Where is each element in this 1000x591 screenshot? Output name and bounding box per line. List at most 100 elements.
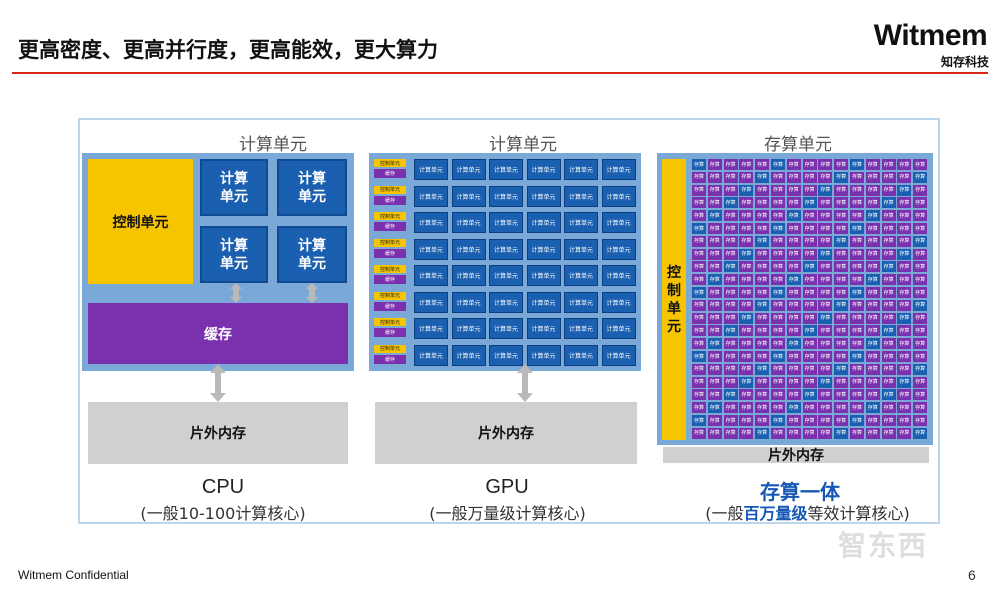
pim-cell: 存算 [850, 389, 864, 401]
pim-cell: 存算 [786, 389, 801, 401]
pim-cell: 存算 [771, 159, 785, 170]
pim-cell: 存算 [834, 299, 849, 311]
pim-cell: 存算 [692, 261, 706, 273]
pim-cell: 存算 [897, 402, 912, 414]
gpu-compute-cell: 计算单元 [414, 291, 448, 313]
pim-cell: 存算 [802, 402, 817, 414]
pim-cell: 存算 [707, 287, 722, 298]
gpu-compute-cell: 计算单元 [526, 265, 561, 286]
pim-cell: 存算 [723, 363, 738, 375]
pim-cell: 存算 [707, 389, 722, 401]
pim-cell: 存算 [755, 402, 770, 414]
pim-cell: 存算 [707, 184, 722, 196]
pim-cell: 存算 [818, 197, 833, 209]
pim-cell: 存算 [755, 261, 770, 273]
pim-cell: 存算 [850, 171, 864, 183]
pim-cell: 存算 [707, 427, 722, 439]
pim-cell: 存算 [739, 235, 754, 247]
pim-cell: 存算 [771, 235, 785, 247]
pim-cell: 存算 [755, 325, 770, 337]
gpu-compute-cell: 计算单元 [564, 318, 598, 339]
pim-cell: 存算 [692, 376, 706, 388]
pim-cell: 存算 [802, 184, 817, 196]
gpu-cache: 缓存 [374, 354, 406, 364]
gpu-compute-cell: 计算单元 [414, 318, 448, 339]
pim-cell: 存算 [897, 338, 912, 350]
pim-cell: 存算 [834, 363, 849, 375]
pim-cell: 存算 [881, 287, 896, 298]
cpu-section-title: 计算单元 [239, 135, 307, 155]
pim-cell: 存算 [881, 299, 896, 311]
pim-cell: 存算 [865, 427, 880, 439]
gpu-compute-cell: 计算单元 [564, 185, 598, 207]
pim-cell: 存算 [865, 351, 880, 362]
pim-control-char: 单 [667, 300, 681, 317]
gpu-compute-cell: 计算单元 [414, 159, 448, 180]
pim-cell: 存算 [897, 248, 912, 260]
pim-cell: 存算 [723, 171, 738, 183]
pim-cell: 存算 [723, 235, 738, 247]
pim-cell: 存算 [913, 312, 928, 324]
pim-cell: 存算 [723, 197, 738, 209]
pim-cell: 存算 [723, 223, 738, 234]
pim-cell: 存算 [865, 299, 880, 311]
pim-cell: 存算 [850, 223, 864, 234]
pim-cell: 存算 [739, 427, 754, 439]
pim-cell: 存算 [850, 197, 864, 209]
pim-cell: 存算 [692, 389, 706, 401]
pim-cell: 存算 [755, 338, 770, 350]
gpu-control-unit: 控制单元 [374, 291, 406, 300]
gpu-compute-cell: 计算单元 [601, 344, 636, 366]
pim-cell: 存算 [692, 325, 706, 337]
pim-cell: 存算 [802, 415, 817, 426]
pim-cell: 存算 [865, 184, 880, 196]
pim-cell: 存算 [897, 363, 912, 375]
pim-caption-highlight: 百万量级 [743, 504, 808, 523]
pim-cell: 存算 [818, 210, 833, 222]
pim-cell: 存算 [865, 197, 880, 209]
pim-cell: 存算 [771, 389, 785, 401]
pim-cell: 存算 [802, 248, 817, 260]
pim-cell: 存算 [771, 402, 785, 414]
pim-cell: 存算 [850, 325, 864, 337]
pim-cell: 存算 [771, 197, 785, 209]
page-number: 6 [968, 567, 976, 583]
pim-cell: 存算 [771, 351, 785, 362]
pim-cell: 存算 [834, 427, 849, 439]
pim-cell: 存算 [913, 427, 928, 439]
pim-cell: 存算 [913, 248, 928, 260]
gpu-cache: 缓存 [374, 275, 406, 284]
pim-cell: 存算 [897, 171, 912, 183]
logo-subtitle: 知存科技 [940, 55, 989, 69]
pim-cell: 存算 [692, 171, 706, 183]
gpu-compute-cell: 计算单元 [601, 291, 636, 313]
gpu-compute-cell: 计算单元 [414, 344, 448, 366]
pim-cell: 存算 [707, 299, 722, 311]
pim-control-unit: 控制单元 [662, 159, 686, 440]
pim-cell: 存算 [802, 235, 817, 247]
pim-cell: 存算 [834, 184, 849, 196]
pim-cell: 存算 [865, 376, 880, 388]
pim-cell: 存算 [897, 415, 912, 426]
pim-cell: 存算 [786, 338, 801, 350]
cpu-cache: 缓存 [88, 303, 348, 364]
pim-cell: 存算 [818, 235, 833, 247]
pim-cell: 存算 [739, 376, 754, 388]
pim-cell: 存算 [739, 351, 754, 362]
pim-cell: 存算 [739, 402, 754, 414]
gpu-compute-cell: 计算单元 [489, 318, 523, 339]
pim-cell: 存算 [913, 287, 928, 298]
pim-cell: 存算 [818, 389, 833, 401]
pim-cell: 存算 [755, 312, 770, 324]
pim-cell: 存算 [739, 415, 754, 426]
pim-cell: 存算 [881, 235, 896, 247]
pim-cell: 存算 [786, 159, 801, 170]
pim-cell: 存算 [834, 287, 849, 298]
gpu-compute-cell: 计算单元 [489, 238, 523, 260]
pim-cell: 存算 [771, 363, 785, 375]
gpu-compute-cell: 计算单元 [564, 159, 598, 180]
pim-cell: 存算 [723, 299, 738, 311]
pim-cell: 存算 [723, 287, 738, 298]
pim-cell: 存算 [850, 299, 864, 311]
header-divider [12, 72, 988, 74]
